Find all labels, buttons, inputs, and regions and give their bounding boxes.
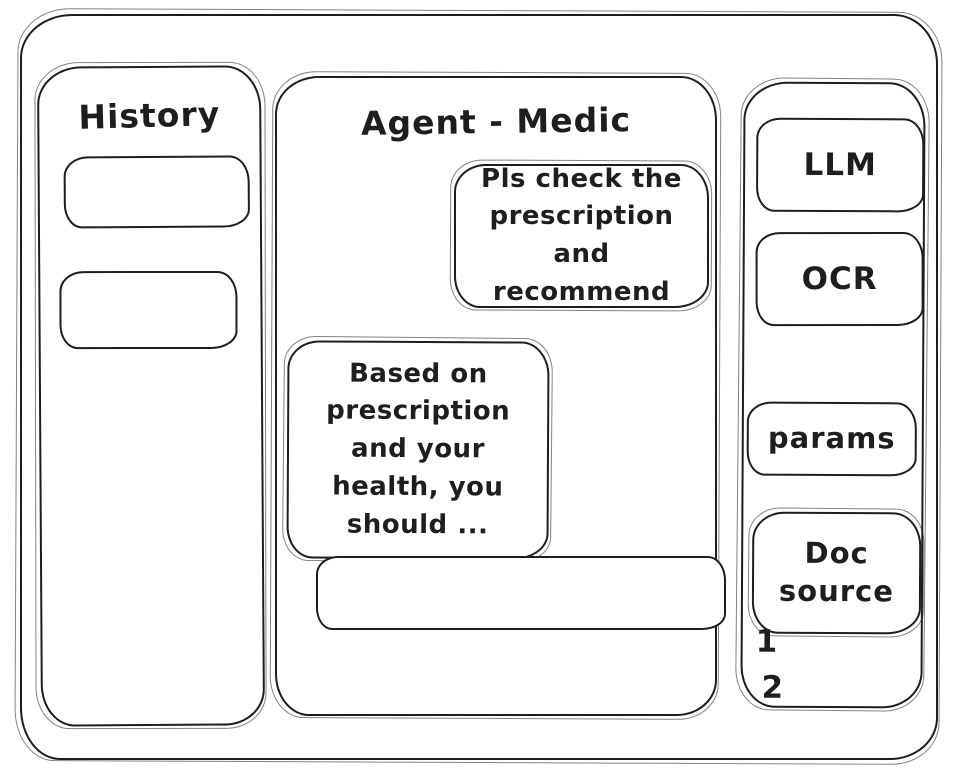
history-item[interactable] xyxy=(59,270,238,350)
doc-source-button-label: Doc source xyxy=(778,536,895,609)
user-message-text: Pls check the prescription and recommend xyxy=(481,163,682,307)
params-button[interactable]: params xyxy=(746,401,917,477)
doc-source-item-2[interactable]: 2 xyxy=(761,669,784,706)
history-panel-title: History xyxy=(77,94,221,137)
ocr-button-label: OCR xyxy=(801,260,878,297)
assistant-message-text: Based on prescription and your health, y… xyxy=(326,358,511,540)
doc-source-button[interactable]: Doc source xyxy=(751,511,922,635)
history-item[interactable] xyxy=(63,155,250,229)
ocr-button[interactable]: OCR xyxy=(755,231,924,327)
llm-button-label: LLM xyxy=(803,146,877,184)
app-frame: History Agent - Medic Pls check the pres… xyxy=(20,14,938,760)
history-panel: History xyxy=(36,65,266,727)
message-input[interactable] xyxy=(316,556,726,630)
llm-button[interactable]: LLM xyxy=(755,117,925,213)
assistant-message-bubble: Based on prescription and your health, y… xyxy=(286,340,550,560)
doc-source-item-1[interactable]: 1 xyxy=(755,623,778,660)
chat-panel-title: Agent - Medic xyxy=(360,100,632,143)
user-message-bubble: Pls check the prescription and recommend xyxy=(454,164,709,308)
params-button-label: params xyxy=(767,420,896,456)
tools-panel: LLM OCR params Doc source 1 2 xyxy=(740,81,926,709)
